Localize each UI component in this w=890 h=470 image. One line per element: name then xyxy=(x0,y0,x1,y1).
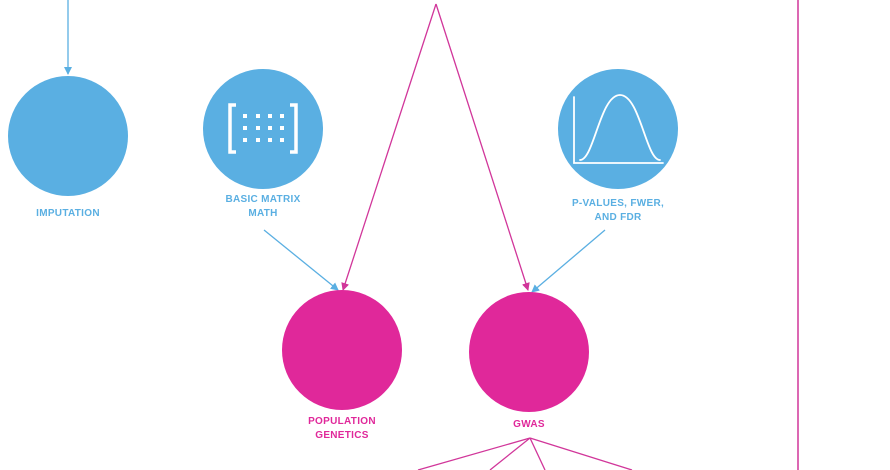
gwas-label-line-1: GWAS xyxy=(513,419,545,430)
pvalues-label-line-1: P-VALUES, FWER, xyxy=(571,198,665,209)
basic-matrix-math-label-line-1: BASIC MATRIX xyxy=(225,194,301,205)
population-genetics-label: POPULATION GENETICS xyxy=(282,415,402,443)
edge-top-to-population-genetics xyxy=(341,3,437,291)
pvalues-label: P-VALUES, FWER, AND FDR xyxy=(553,197,683,225)
imputation-node xyxy=(8,76,128,196)
edge-matrix-to-population-genetics xyxy=(263,229,339,291)
imputation-label: IMPUTATION xyxy=(8,207,128,221)
matrix-icon xyxy=(228,103,298,154)
imputation-label-line-1: IMPUTATION xyxy=(36,208,100,219)
bell-curve-icon xyxy=(573,94,664,164)
pvalues-label-line-2: AND FDR xyxy=(594,212,642,223)
population-genetics-label-line-1: POPULATION xyxy=(308,416,376,427)
population-genetics-label-line-2: GENETICS xyxy=(315,430,369,441)
population-genetics-node xyxy=(282,290,402,410)
basic-matrix-math-node xyxy=(203,69,323,189)
gwas-node xyxy=(469,292,589,412)
edge-top-to-gwas xyxy=(435,3,530,291)
edge-gwas-child-1 xyxy=(417,437,531,470)
basic-matrix-math-label: BASIC MATRIX MATH xyxy=(203,193,323,221)
edge-gwas-child-2 xyxy=(489,437,531,470)
gwas-label: GWAS xyxy=(469,418,589,432)
pvalues-node xyxy=(558,69,678,189)
basic-matrix-math-label-line-2: MATH xyxy=(248,208,278,219)
edge-gwas-child-3 xyxy=(529,437,546,470)
edge-pvalues-to-gwas xyxy=(531,229,606,293)
edge-gwas-child-4 xyxy=(529,437,633,470)
